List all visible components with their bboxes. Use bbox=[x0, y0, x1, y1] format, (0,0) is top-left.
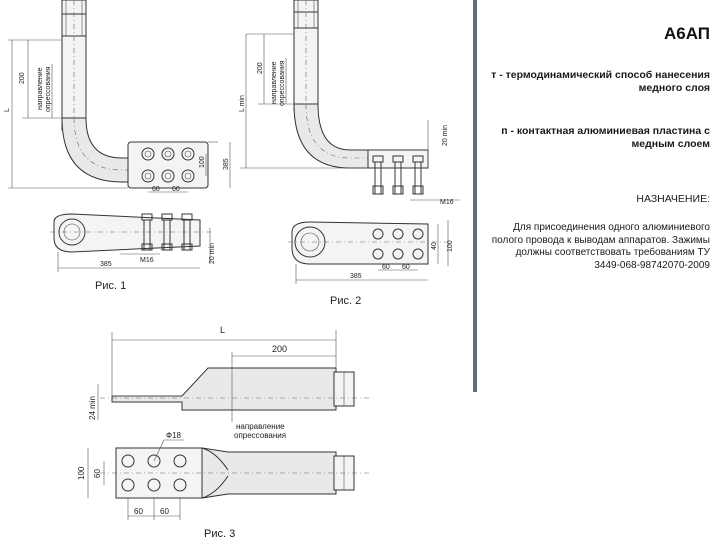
fig1-bolts-side bbox=[141, 213, 193, 251]
fig3-dim-60b: 60 bbox=[160, 507, 169, 516]
figure-3: L 200 24 min направление опрессования Ф1… bbox=[77, 325, 370, 520]
purpose-heading: НАЗНАЧЕНИЕ: bbox=[636, 193, 710, 205]
fig3-dim-L: L bbox=[220, 325, 225, 335]
fig1-dim-20min: 20 min bbox=[209, 243, 216, 264]
fig1-dim-200: 200 bbox=[19, 72, 26, 84]
fig1-dim-60b: 60 bbox=[172, 186, 180, 193]
fig3-hole-label: Ф18 bbox=[166, 431, 182, 440]
purpose-description: Для присоединения одного алюминиевого по… bbox=[491, 222, 710, 271]
fig1-bolt-holes bbox=[141, 147, 195, 183]
fig3-direction-1: направление bbox=[236, 422, 285, 431]
fig2-bolts-side bbox=[372, 155, 424, 195]
fig3-dim-24min: 24 min bbox=[88, 396, 97, 420]
product-code: А6АП bbox=[663, 24, 710, 43]
fig2-dim-60a: 60 bbox=[382, 264, 390, 271]
fig2-direction-1: направление bbox=[271, 61, 278, 104]
fig2-dim-60b: 60 bbox=[402, 264, 410, 271]
fig2-caption: Рис. 2 bbox=[330, 295, 361, 307]
fig1-dim-L: L bbox=[4, 108, 11, 112]
fig2-dim-385: 385 bbox=[350, 273, 362, 280]
fig3-dim-200: 200 bbox=[272, 344, 287, 354]
fig2-dim-100: 100 bbox=[447, 240, 454, 252]
fig1-caption: Рис. 1 bbox=[95, 280, 126, 292]
note-p: п - контактная алюминиевая пластина с ме… bbox=[501, 125, 710, 150]
fig3-dim-100: 100 bbox=[77, 466, 86, 480]
fig1-dim-385-bottom: 385 bbox=[100, 261, 112, 268]
fig2-direction-2: опрессования bbox=[279, 60, 286, 106]
fig1-direction-1: направление bbox=[37, 67, 44, 110]
info-panel: А6АП т - термодинамический способ нанесе… bbox=[486, 0, 714, 546]
fig1-dim-385-side: 385 bbox=[223, 158, 230, 170]
fig2-dim-200: 200 bbox=[257, 62, 264, 74]
note-t: т - термодинамический способ нанесения м… bbox=[491, 69, 710, 94]
fig1-direction-2: опрессования bbox=[45, 66, 52, 112]
fig2-dim-Lmin: L min bbox=[239, 95, 246, 112]
figure-1: 200 L направление опрессования 385 100 6… bbox=[4, 0, 231, 272]
fig3-dim-60-v: 60 bbox=[93, 469, 102, 478]
fig3-dim-60a: 60 bbox=[134, 507, 143, 516]
fig2-dim-20min-side: 20 min bbox=[442, 125, 449, 146]
fig3-bolt-holes bbox=[121, 454, 187, 492]
fig3-direction-2: опрессования bbox=[234, 431, 286, 440]
fig1-dim-100: 100 bbox=[199, 156, 206, 168]
fig2-bolt-label: M16 bbox=[440, 199, 454, 206]
fig2-dim-40: 40 bbox=[431, 242, 438, 250]
fig1-dim-60a: 60 bbox=[152, 186, 160, 193]
fig3-caption: Рис. 3 bbox=[204, 528, 236, 540]
fig1-bolt-label: M16 bbox=[140, 257, 154, 264]
figure-2: L min 200 направление опрессования 20 mi… bbox=[239, 0, 460, 284]
fig2-bolt-holes bbox=[372, 228, 424, 260]
divider-stripe bbox=[473, 0, 477, 392]
